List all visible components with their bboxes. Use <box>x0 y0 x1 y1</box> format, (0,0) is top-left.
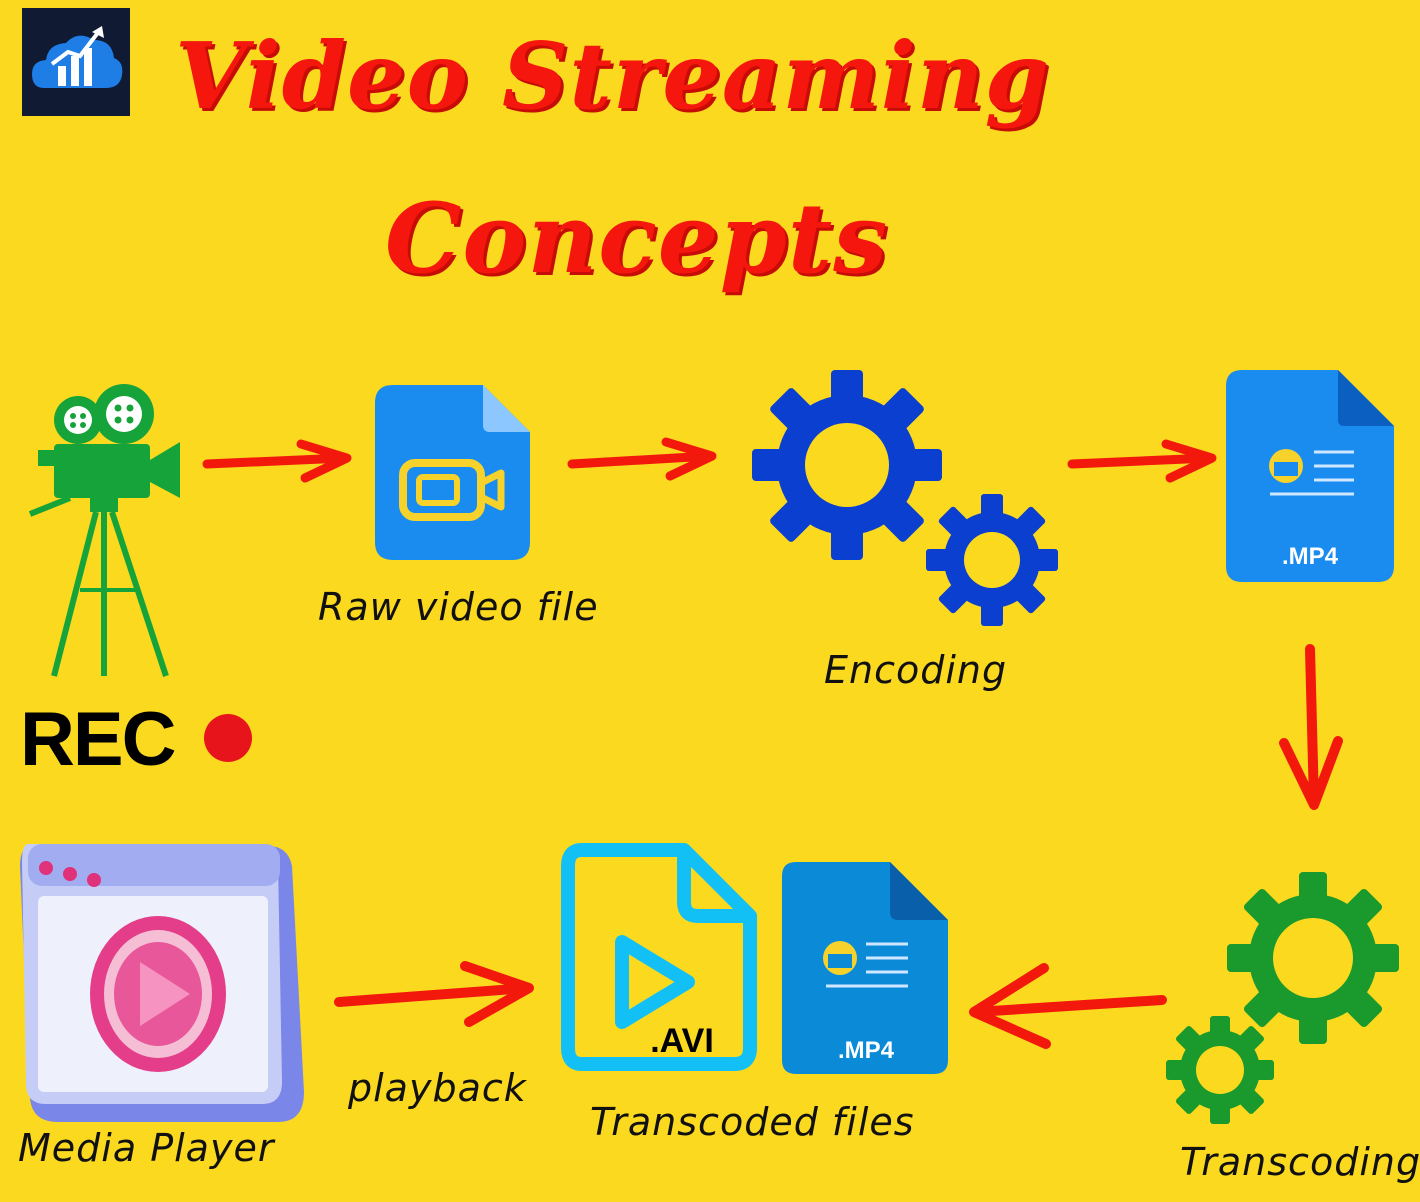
avi-file-icon: .AVI <box>561 843 757 1071</box>
media-player-label: Media Player <box>18 1126 275 1170</box>
page-title-line2: Concepts <box>385 182 889 295</box>
record-dot-icon <box>204 714 252 762</box>
mp4-file-icon: .MP4 <box>1226 370 1394 582</box>
mp4-file-icon-2: .MP4 <box>782 862 948 1074</box>
playback-label: playback <box>348 1066 527 1110</box>
arrow-player-to-files <box>334 961 534 1027</box>
mp4-ext-label-2: .MP4 <box>838 1037 895 1064</box>
arrow-encoding-to-mp4 <box>1067 439 1217 483</box>
video-file-icon <box>375 385 530 560</box>
transcoding-gears-icon <box>1166 872 1399 1124</box>
arrow-camera-to-raw <box>202 439 352 483</box>
page-title-line1: Video Streaming <box>175 22 1051 130</box>
movie-camera-icon <box>28 384 180 677</box>
arrow-transcoding-to-files <box>969 963 1167 1049</box>
logo <box>22 8 130 116</box>
rec-label: REC <box>20 697 176 782</box>
media-player-icon <box>20 844 304 1122</box>
avi-ext-label: .AVI <box>650 1022 714 1060</box>
arrow-raw-to-encoding <box>567 437 717 481</box>
mp4-ext-label: .MP4 <box>1282 543 1339 570</box>
raw-file-label: Raw video file <box>318 585 599 629</box>
arrow-mp4-to-transcoding <box>1279 644 1343 810</box>
encoding-gears-icon <box>752 370 1058 626</box>
transcoded-files-label: Transcoded files <box>590 1100 915 1144</box>
cloud-chart-logo-icon <box>32 26 123 88</box>
transcoding-label: Transcoding <box>1180 1140 1420 1184</box>
encoding-label: Encoding <box>824 648 1008 692</box>
